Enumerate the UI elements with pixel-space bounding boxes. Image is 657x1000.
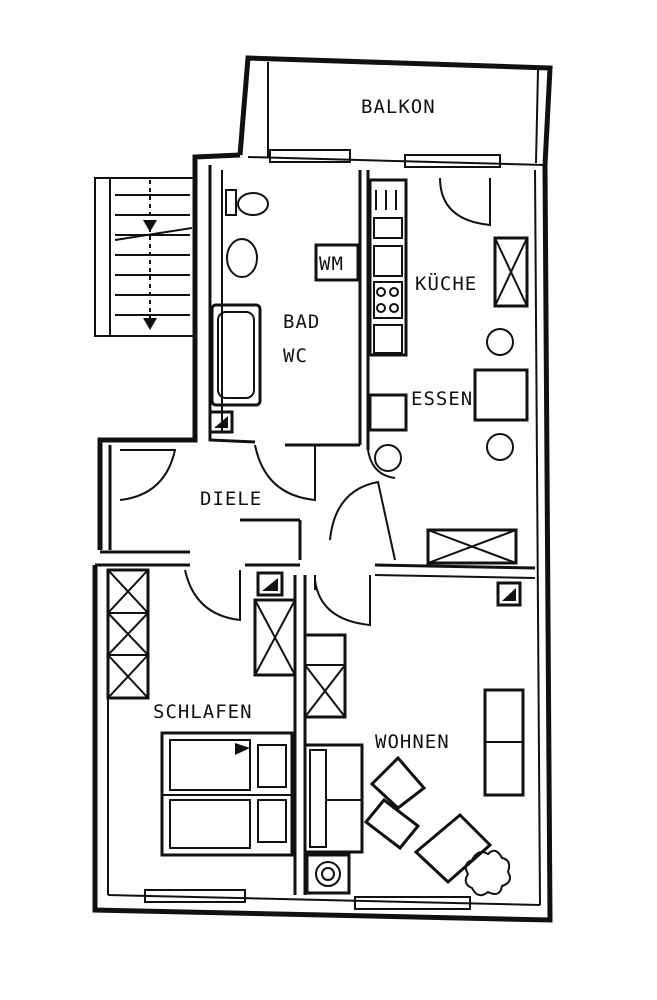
bathroom-fixtures <box>208 189 360 434</box>
room-labels: BALKON BAD WC WM KÜCHE ESSEN DIELE SCHLA… <box>153 96 477 753</box>
label-essen: ESSEN <box>411 388 473 410</box>
label-wm: WM <box>319 253 344 275</box>
interior-walls <box>95 165 536 895</box>
label-kuche: KÜCHE <box>415 272 477 295</box>
label-wohnen: WOHNEN <box>375 731 450 753</box>
bedroom-fixtures <box>106 568 297 857</box>
label-balkon: BALKON <box>361 96 436 118</box>
staircase <box>94 177 196 337</box>
kitchen-fixtures <box>368 178 529 565</box>
windows <box>144 149 501 910</box>
living-fixtures <box>303 581 525 897</box>
label-wc: WC <box>283 345 308 367</box>
doors <box>119 177 491 627</box>
sofa <box>303 743 364 854</box>
washing-machine <box>314 243 360 282</box>
label-bad: BAD <box>283 311 320 333</box>
label-schlafen: SCHLAFEN <box>153 701 253 723</box>
outer-walls <box>92 55 553 923</box>
label-diele: DIELE <box>200 488 262 510</box>
